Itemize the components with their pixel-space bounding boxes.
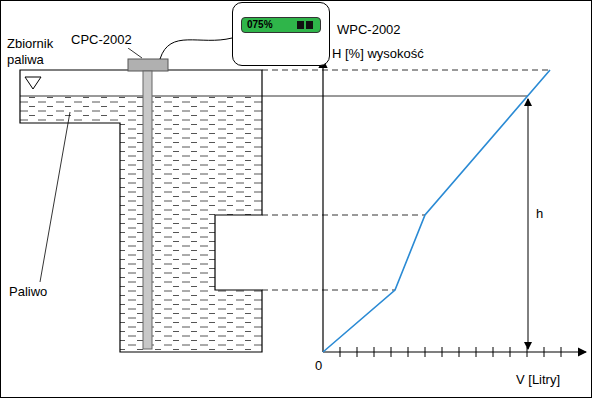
level-symbol [25, 77, 41, 89]
battery-icon [296, 20, 316, 30]
fuel-level [20, 96, 528, 97]
volume-curve [323, 70, 550, 352]
probe-rod [143, 71, 152, 349]
projection-lines [262, 70, 550, 290]
axis-origin: 0 [314, 358, 323, 374]
y-axis [322, 60, 323, 352]
leader-line [128, 48, 142, 58]
height-arrow [528, 99, 529, 349]
display-device: 075% [232, 2, 330, 66]
probe-label: CPC-2002 [70, 32, 133, 48]
fuel-label: Paliwo [8, 284, 48, 300]
tank-label: Zbiornik paliwa [6, 36, 70, 68]
height-label: h [535, 206, 544, 222]
tank-outline [20, 70, 262, 352]
axis-title: V [Litry] [515, 372, 561, 388]
axis-title: H [%] wysokość [331, 46, 425, 62]
probe-head [128, 59, 168, 71]
cable [160, 38, 232, 59]
leader-line [40, 112, 70, 282]
x-axis [323, 351, 586, 352]
display-label: WPC-2002 [336, 22, 402, 38]
lcd-screen: 075% [241, 17, 321, 33]
level-readout: 075% [247, 18, 273, 31]
